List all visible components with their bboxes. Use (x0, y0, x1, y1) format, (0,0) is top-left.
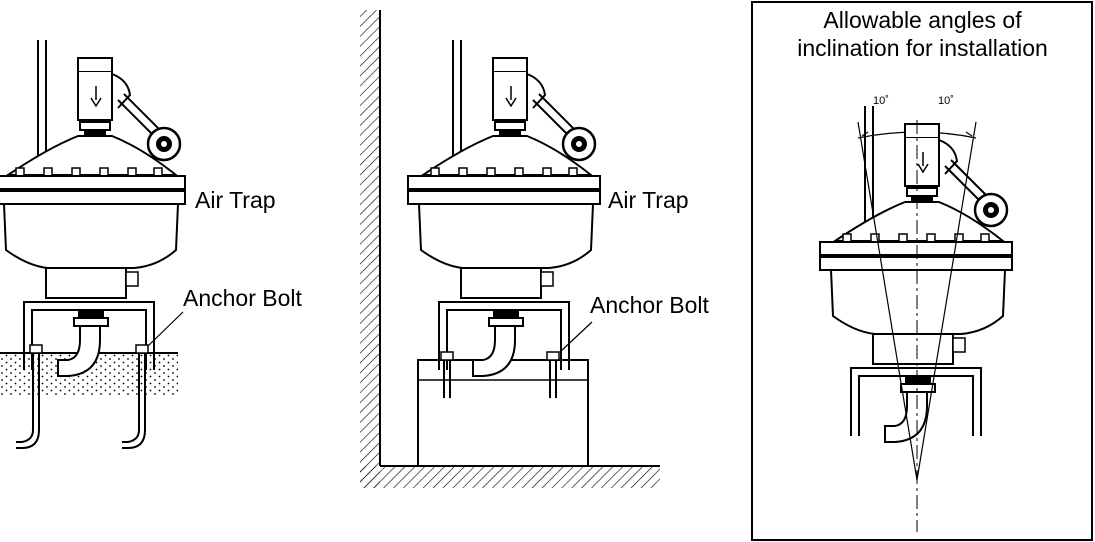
figure-ground-installation (0, 38, 187, 448)
anchor-bolt-left-2 (441, 352, 453, 398)
anchor-bolt-label-1: Anchor Bolt (183, 285, 302, 311)
limit-line-right (917, 122, 976, 480)
anchor-bolt-left (16, 345, 42, 448)
angle-label-left: 10˚ (873, 95, 889, 107)
anchor-bolt-label-2: Anchor Bolt (590, 292, 709, 318)
figure-pedestal-installation (360, 10, 660, 488)
pedestal-block (418, 360, 588, 466)
limit-line-left (858, 122, 917, 480)
anchor-bolt-leader-2 (560, 322, 592, 352)
anchor-bolt-right-2 (547, 352, 559, 398)
anchor-bolt-leader (148, 312, 183, 346)
panel-title-line2: inclination for installation (797, 35, 1048, 61)
floor-hatch (360, 466, 660, 488)
air-trap-label-1: Air Trap (195, 187, 276, 213)
anchor-bolt-right (122, 345, 148, 448)
figure-inclination-panel (752, 2, 1092, 540)
inclination-panel-title: Allowable angles of inclination for inst… (752, 6, 1093, 62)
panel-title-line1: Allowable angles of (823, 7, 1022, 33)
angle-label-right: 10˚ (938, 95, 954, 107)
air-trap-label-2: Air Trap (608, 187, 689, 213)
wall-hatch (360, 10, 380, 488)
